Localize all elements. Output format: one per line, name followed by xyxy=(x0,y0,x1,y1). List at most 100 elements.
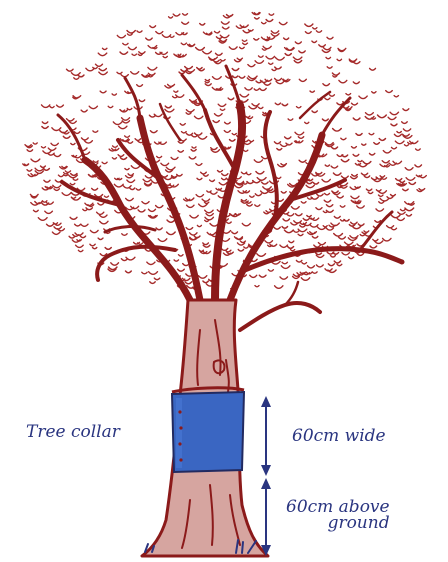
leaf-speck xyxy=(316,253,322,255)
leaf-speck xyxy=(299,79,306,81)
leaf-speck xyxy=(307,182,313,184)
leaf-speck xyxy=(179,255,184,256)
leaf-speck xyxy=(256,172,264,174)
leaf-speck xyxy=(351,196,359,198)
leaf-speck xyxy=(230,140,236,142)
leaf-speck xyxy=(416,149,421,150)
leaf-speck xyxy=(236,181,244,183)
leaf-speck xyxy=(181,43,186,45)
leaf-speck xyxy=(185,282,192,284)
leaf-speck xyxy=(374,241,382,244)
leaf-speck xyxy=(265,79,272,81)
leaf-speck xyxy=(206,214,213,216)
leaf-speck xyxy=(203,175,208,176)
leaf-speck xyxy=(242,40,247,41)
leaf-speck xyxy=(145,183,152,185)
leaf-speck xyxy=(255,286,259,287)
leaf-speck xyxy=(67,119,75,121)
leaf-speck xyxy=(352,175,358,177)
leaf-speck xyxy=(226,222,231,223)
leaf-speck xyxy=(316,208,322,210)
leaf-speck xyxy=(325,193,330,195)
tree-branches xyxy=(58,66,402,330)
leaf-speck xyxy=(268,245,272,246)
leaf-speck xyxy=(42,122,48,124)
leaf-speck xyxy=(295,42,301,44)
leaf-speck xyxy=(126,207,134,209)
leaf-speck xyxy=(196,164,202,166)
leaf-speck xyxy=(41,166,46,167)
leaf-speck xyxy=(274,142,280,144)
leaf-speck xyxy=(136,189,140,190)
leaf-speck xyxy=(221,248,228,250)
leaf-speck xyxy=(243,43,248,44)
leaf-speck xyxy=(98,238,103,240)
leaf-speck xyxy=(268,270,273,272)
leaf-speck xyxy=(398,212,405,214)
leaf-speck xyxy=(252,104,259,106)
leaf-speck xyxy=(360,235,365,236)
leaf-speck xyxy=(196,195,203,197)
leaf-speck xyxy=(100,91,106,93)
leaf-speck xyxy=(294,61,302,63)
leaf-speck xyxy=(291,207,299,209)
leaf-speck xyxy=(57,105,64,107)
leaf-speck xyxy=(138,54,142,55)
leaf-speck xyxy=(358,224,364,226)
leaf-speck xyxy=(63,136,70,138)
leaf-speck xyxy=(205,84,211,86)
leaf-speck xyxy=(196,48,205,51)
leaf-speck xyxy=(239,76,245,78)
leaf-speck xyxy=(93,248,97,249)
leaf-speck xyxy=(113,122,122,125)
leaf-speck xyxy=(138,210,145,212)
leaf-speck xyxy=(305,32,311,34)
leaf-speck xyxy=(318,243,325,245)
leaf-speck xyxy=(389,163,396,165)
leaf-speck xyxy=(322,50,330,52)
leaf-speck xyxy=(353,118,360,120)
leaf-speck xyxy=(165,109,174,112)
leaf-speck xyxy=(90,244,95,246)
leaf-speck xyxy=(387,226,394,228)
leaf-speck xyxy=(250,196,254,197)
leaf-speck xyxy=(189,157,196,159)
leaf-speck xyxy=(301,202,306,203)
leaf-speck xyxy=(257,254,266,257)
leaf-speck xyxy=(203,243,209,245)
leaf-speck xyxy=(195,133,202,135)
leaf-speck xyxy=(403,189,409,191)
leaf-speck xyxy=(386,91,393,93)
leaf-speck xyxy=(372,92,376,93)
leaf-speck xyxy=(148,46,157,49)
leaf-speck xyxy=(205,220,209,221)
leaf-speck xyxy=(158,239,167,242)
leaf-speck xyxy=(373,239,378,241)
collar-width-label: 60cm wide xyxy=(292,428,386,444)
leaf-speck xyxy=(221,60,226,61)
leaf-speck xyxy=(78,75,84,77)
leaf-speck xyxy=(238,191,246,194)
leaf-speck xyxy=(275,286,283,289)
leaf-speck xyxy=(288,247,294,249)
leaf-speck xyxy=(269,63,273,64)
leaf-speck xyxy=(316,31,321,33)
leaf-speck xyxy=(312,272,317,273)
leaf-speck xyxy=(372,178,378,180)
leaf-speck xyxy=(296,260,302,262)
leaf-speck xyxy=(323,226,327,227)
leaf-speck xyxy=(393,161,402,164)
leaf-speck xyxy=(312,41,317,42)
leaf-speck xyxy=(334,216,340,218)
leaf-speck xyxy=(357,253,364,255)
leaf-speck xyxy=(229,47,237,49)
leaf-speck xyxy=(42,127,48,129)
leaf-speck xyxy=(238,243,245,245)
leaf-speck xyxy=(341,220,345,221)
leaf-speck xyxy=(358,161,362,162)
leaf-speck xyxy=(232,69,239,71)
leaf-speck xyxy=(186,110,194,112)
leaf-speck xyxy=(117,35,125,37)
leaf-speck xyxy=(132,54,137,55)
leaf-speck xyxy=(85,203,93,205)
